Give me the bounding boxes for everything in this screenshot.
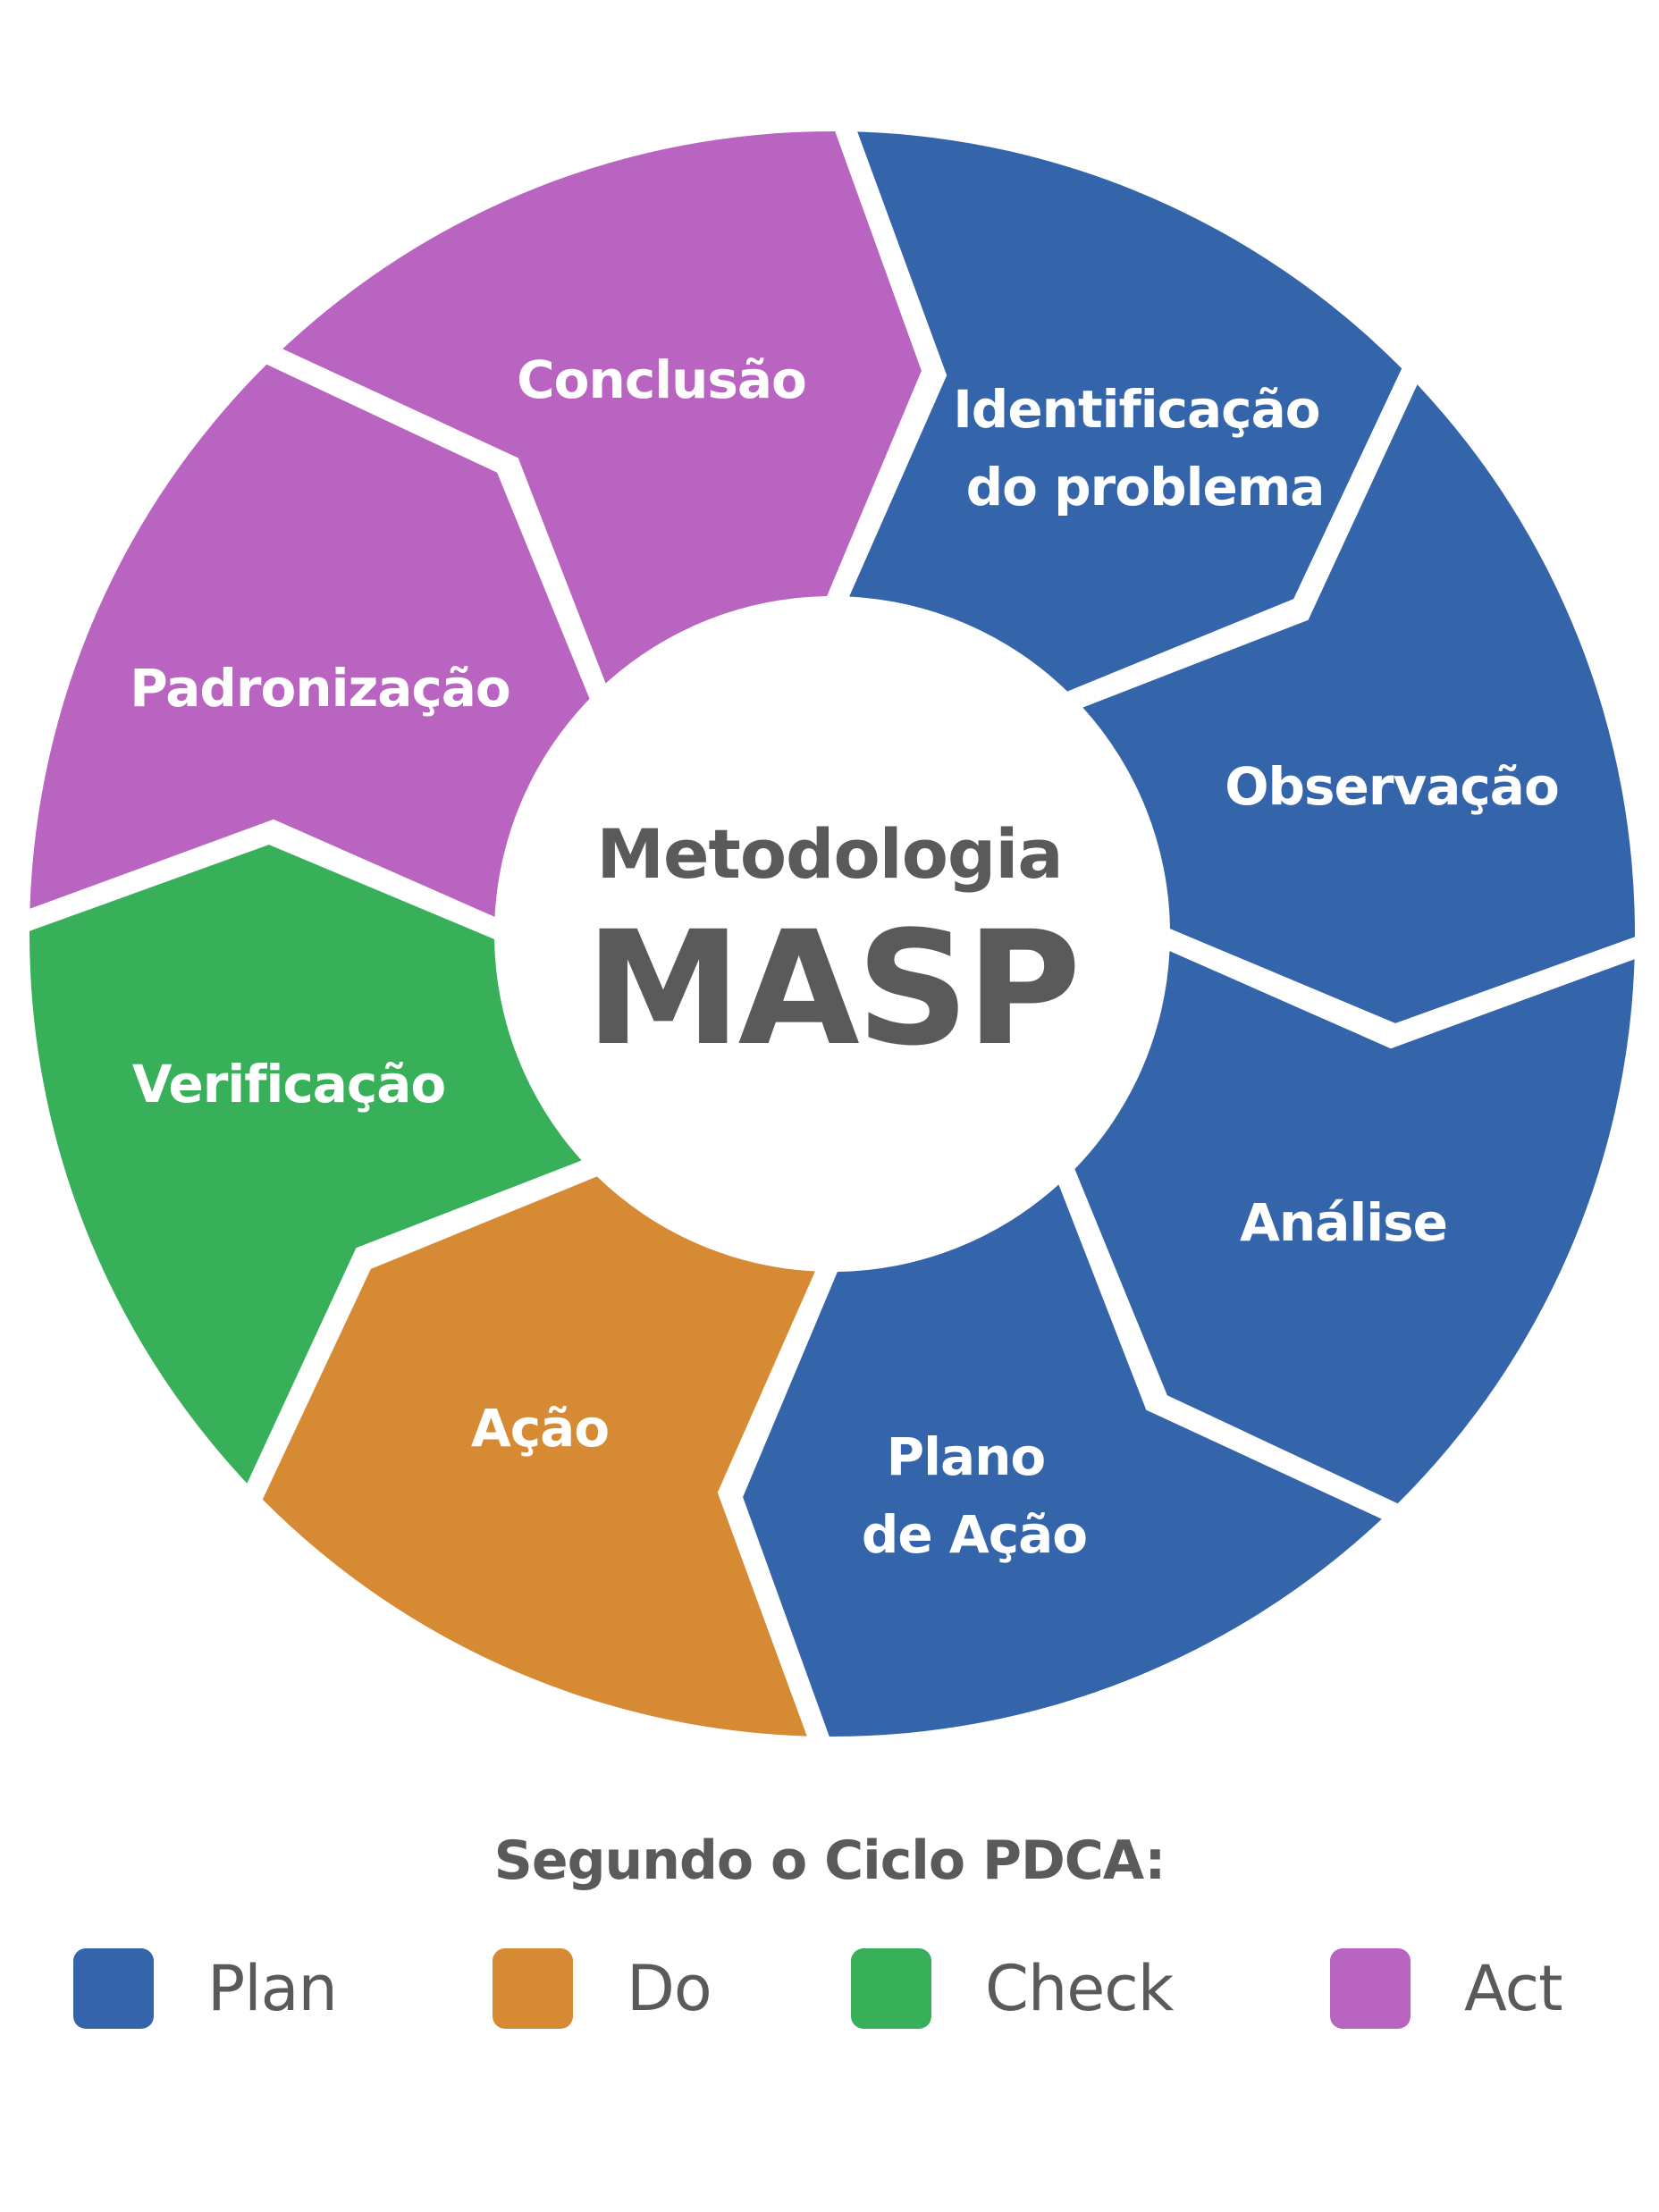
legend-item-act: Act — [1330, 1948, 1563, 2029]
label-line: Plano — [887, 1426, 1046, 1487]
label-line: Ação — [471, 1398, 609, 1459]
segment-conclusao — [282, 130, 922, 684]
masp-cycle-diagram: Identificação do problema Observação Aná… — [29, 130, 1636, 1737]
legend-label-do: Do — [627, 1952, 712, 2025]
legend-title: Segundo o Ciclo PDCA: — [493, 1829, 1166, 1892]
label-padronizacao: Padronização — [130, 658, 510, 719]
label-observacao: Observação — [1225, 756, 1559, 817]
center-main-title: MASP — [585, 897, 1077, 1081]
label-verificacao: Verificação — [132, 1054, 446, 1114]
cycle-segments — [29, 130, 1636, 1737]
label-line: Análise — [1240, 1192, 1447, 1253]
do-color-swatch — [493, 1948, 573, 2029]
segment-padronizacao — [29, 364, 590, 917]
label-analise: Análise — [1240, 1192, 1447, 1253]
center-subtitle: Metodologia — [596, 814, 1062, 894]
label-conclusao: Conclusão — [517, 349, 806, 410]
segment-verificacao — [29, 845, 582, 1484]
label-line: Verificação — [132, 1054, 446, 1114]
label-line: Conclusão — [517, 349, 806, 410]
label-line: Observação — [1225, 756, 1559, 817]
legend-label-check: Check — [985, 1952, 1174, 2025]
segment-labels: Identificação do problema Observação Aná… — [130, 349, 1560, 1565]
label-acao: Ação — [471, 1398, 609, 1459]
legend-label-act: Act — [1464, 1952, 1563, 2025]
center-title: Metodologia MASP — [585, 814, 1081, 1081]
check-color-swatch — [851, 1948, 931, 2029]
segment-observacao — [1082, 384, 1636, 1023]
segment-acao — [262, 1176, 815, 1737]
legend-item-check: Check — [851, 1948, 1174, 2029]
label-line: do problema — [966, 457, 1325, 517]
act-color-swatch — [1330, 1948, 1411, 2029]
segment-analise — [1074, 951, 1635, 1504]
label-line: de Ação — [862, 1504, 1087, 1565]
legend-label-plan: Plan — [207, 1952, 338, 2025]
segment-plano-de-acao — [743, 1184, 1382, 1737]
label-plano-de-acao: Plano de Ação — [862, 1426, 1087, 1565]
legend-item-plan: Plan — [73, 1948, 338, 2029]
plan-color-swatch — [73, 1948, 154, 2029]
label-identificacao: Identificação do problema — [953, 379, 1337, 517]
segment-identificacao — [849, 131, 1402, 692]
label-line: Identificação — [953, 379, 1319, 440]
legend-item-do: Do — [493, 1948, 712, 2029]
label-line: Padronização — [130, 658, 510, 719]
